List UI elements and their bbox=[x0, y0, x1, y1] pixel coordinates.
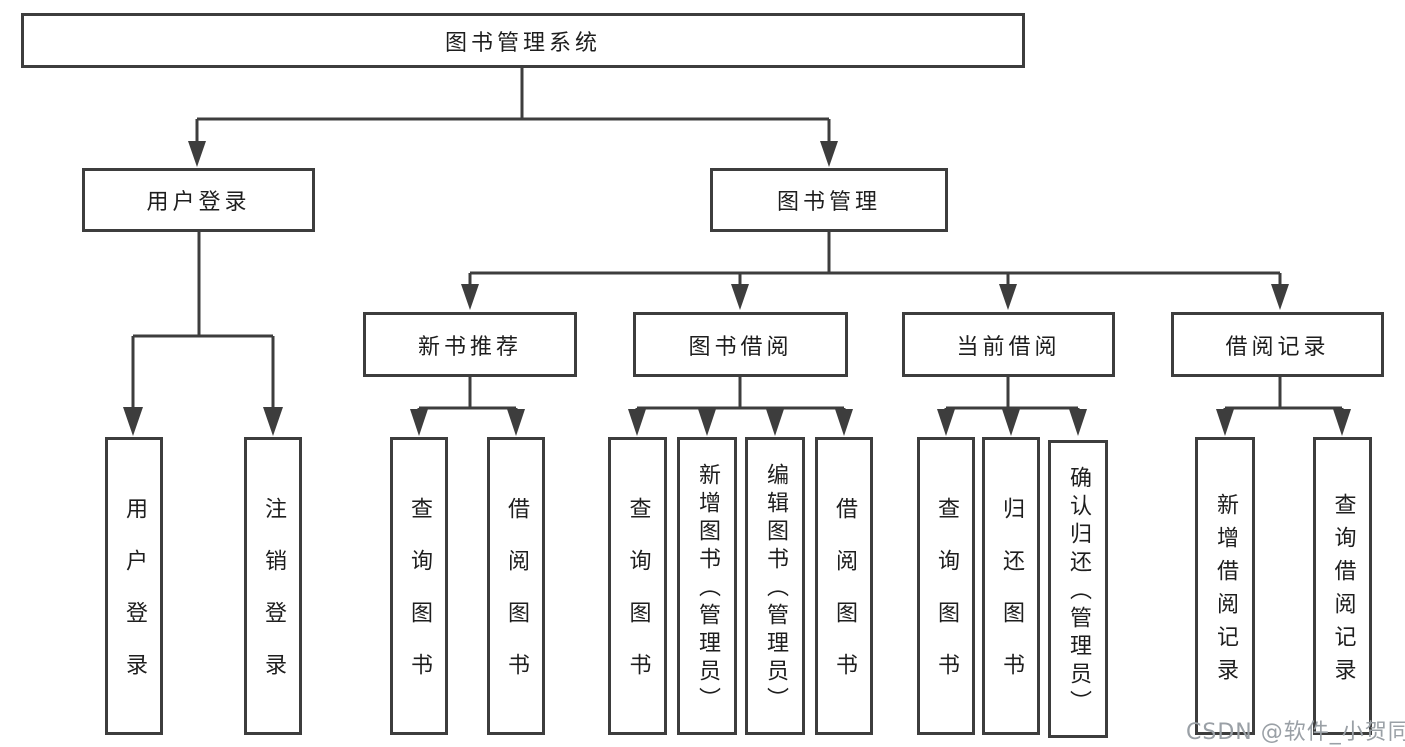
connector-current-borrow-branch bbox=[944, 377, 1080, 412]
node-leaf-confirm-return-admin: 确认归还（管理员） bbox=[1048, 440, 1108, 738]
node-book-borrow-label: 图书借阅 bbox=[688, 334, 793, 360]
arrow-down-icon bbox=[835, 409, 853, 436]
arrow-down-icon bbox=[410, 409, 428, 436]
arrow-down-icon bbox=[731, 284, 749, 310]
node-leaf-label: 查询图书 bbox=[934, 497, 959, 705]
arrow-down-icon bbox=[698, 409, 716, 436]
node-leaf-label: 编辑图书（管理员） bbox=[763, 463, 788, 715]
node-leaf-label: 新增图书（管理员） bbox=[695, 463, 720, 715]
arrow-down-icon bbox=[1216, 409, 1234, 436]
arrow-down-icon bbox=[628, 409, 646, 436]
arrow-down-icon bbox=[1002, 409, 1020, 436]
node-root-label: 图书管理系统 bbox=[444, 30, 601, 56]
connector-borrow-records-branch bbox=[1223, 377, 1344, 412]
node-leaf-add-borrow-record: 新增借阅记录 bbox=[1195, 437, 1255, 735]
node-leaf-return-books: 归还图书 bbox=[982, 437, 1040, 735]
node-user-login: 用户登录 bbox=[82, 168, 315, 232]
node-leaf-label: 用户登录 bbox=[122, 497, 147, 705]
node-leaf-query-borrow-record: 查询借阅记录 bbox=[1313, 437, 1372, 735]
node-leaf-label: 查询图书 bbox=[625, 497, 651, 705]
node-leaf-query-books-1: 查询图书 bbox=[390, 437, 448, 735]
node-leaf-label: 借阅图书 bbox=[504, 497, 529, 705]
csdn-watermark: CSDN @软件_小贺同学 bbox=[1186, 720, 1405, 745]
node-leaf-logout: 注销登录 bbox=[244, 437, 302, 735]
arrow-down-icons bbox=[123, 141, 1351, 436]
node-leaf-borrow-books-2: 借阅图书 bbox=[815, 437, 873, 735]
node-leaf-edit-books-admin: 编辑图书（管理员） bbox=[745, 437, 805, 735]
connector-new-book-rec-branch bbox=[417, 377, 518, 412]
node-current-borrow: 当前借阅 bbox=[902, 312, 1115, 377]
node-leaf-label: 归还图书 bbox=[999, 497, 1024, 705]
arrow-down-icon bbox=[188, 141, 206, 167]
arrow-down-icon bbox=[937, 409, 955, 436]
arrow-down-icon bbox=[461, 284, 479, 310]
node-book-mgmt-label: 图书管理 bbox=[776, 190, 881, 215]
arrow-down-icon bbox=[766, 409, 784, 436]
node-leaf-label: 新增借阅记录 bbox=[1213, 492, 1238, 691]
connector-book-borrow-branch bbox=[635, 377, 846, 412]
arrow-down-icon bbox=[1271, 284, 1289, 310]
node-book-mgmt: 图书管理 bbox=[710, 168, 948, 232]
node-new-book-rec: 新书推荐 bbox=[363, 312, 577, 377]
node-root: 图书管理系统 bbox=[21, 13, 1025, 68]
node-leaf-query-books-2: 查询图书 bbox=[608, 437, 667, 735]
node-current-borrow-label: 当前借阅 bbox=[956, 334, 1061, 360]
connector-book-mgmt-branch bbox=[468, 232, 1282, 286]
arrow-down-icon bbox=[1333, 409, 1351, 436]
arrow-down-icon bbox=[820, 141, 838, 167]
node-book-borrow: 图书借阅 bbox=[633, 312, 848, 377]
node-leaf-label: 查询图书 bbox=[407, 497, 432, 705]
node-leaf-borrow-books-1: 借阅图书 bbox=[487, 437, 545, 735]
arrow-down-icon bbox=[123, 407, 143, 436]
arrow-down-icon bbox=[507, 409, 525, 436]
node-leaf-label: 查询借阅记录 bbox=[1330, 492, 1356, 691]
node-borrow-records-label: 借阅记录 bbox=[1225, 334, 1330, 360]
arrow-down-icon bbox=[999, 284, 1017, 310]
connector-root-to-level2 bbox=[195, 68, 831, 143]
node-leaf-label: 注销登录 bbox=[261, 497, 286, 705]
node-leaf-label: 确认归还（管理员） bbox=[1066, 466, 1091, 718]
node-leaf-label: 借阅图书 bbox=[832, 497, 857, 705]
node-leaf-add-books-admin: 新增图书（管理员） bbox=[677, 437, 737, 735]
node-leaf-user-login: 用户登录 bbox=[105, 437, 163, 735]
node-user-login-label: 用户登录 bbox=[146, 190, 251, 215]
node-borrow-records: 借阅记录 bbox=[1171, 312, 1384, 377]
node-new-book-rec-label: 新书推荐 bbox=[417, 334, 522, 360]
node-leaf-query-books-3: 查询图书 bbox=[917, 437, 975, 735]
connector-user-login-branch bbox=[131, 232, 275, 409]
arrow-down-icon bbox=[263, 407, 283, 436]
arrow-down-icon bbox=[1069, 409, 1087, 436]
